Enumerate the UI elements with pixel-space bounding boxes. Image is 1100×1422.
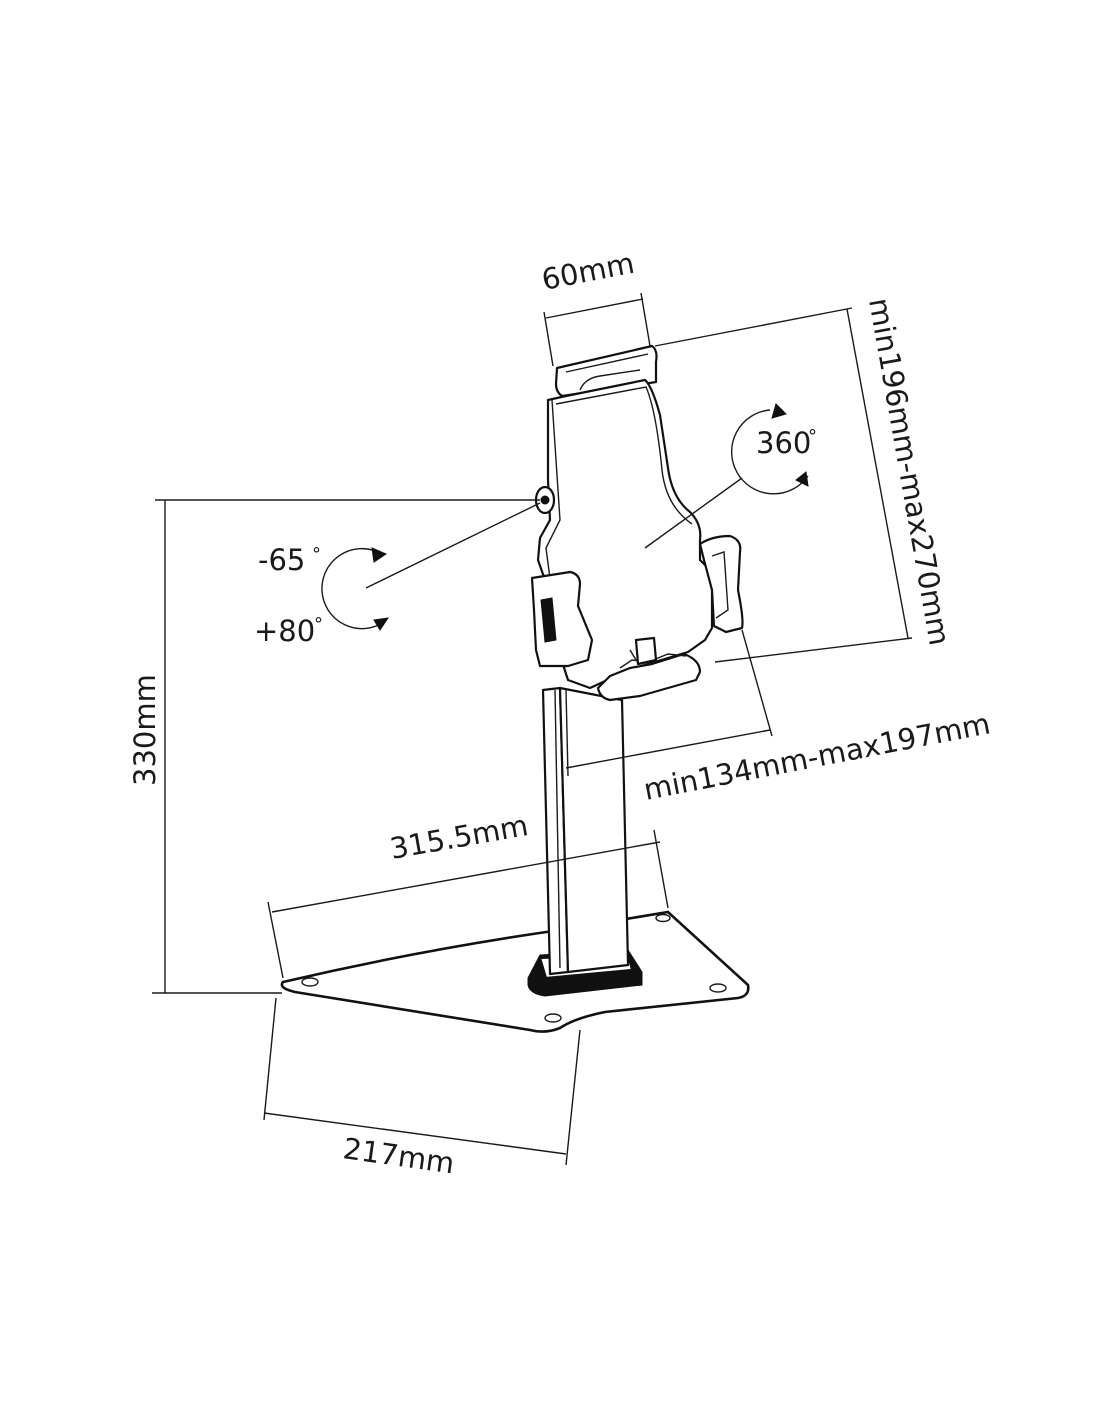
dim-label-330mm: 330mm — [128, 674, 162, 786]
base-plate — [280, 910, 750, 1033]
swivel-angle-label: 360 — [756, 426, 811, 460]
degree-symbol: ° — [808, 426, 817, 447]
mount-hole-icon — [544, 1013, 562, 1023]
tilt-rotation-arrow-icon — [321, 547, 385, 630]
tablet-back-plate — [536, 378, 714, 690]
dim-label-217mm: 217mm — [341, 1131, 457, 1180]
mount-hole-icon — [709, 983, 727, 993]
dim-label-60mm: 60mm — [539, 246, 637, 297]
rotation-indicators — [321, 403, 809, 631]
right-clamp — [698, 534, 744, 634]
degree-symbol: ° — [314, 614, 323, 635]
swivel-rotation-arrow-icon — [730, 409, 809, 495]
left-clamp — [530, 570, 594, 668]
dimension-lines — [152, 292, 913, 1166]
dim-label-tablet-width: min134mm-max197mm — [641, 706, 993, 807]
bottom-clamp — [596, 652, 702, 702]
mount-hole-icon — [301, 977, 319, 987]
tablet-holder — [530, 344, 744, 702]
dim-label-tablet-height: min196mm-max270mm — [862, 295, 957, 648]
charging-port-icon — [634, 636, 658, 666]
tilt-up-label: -65 — [258, 543, 305, 577]
mount-hole-icon — [655, 913, 671, 923]
degree-symbol: ° — [312, 544, 321, 565]
stand-column — [527, 686, 643, 997]
dim-label-315mm: 315.5mm — [387, 808, 530, 866]
tilt-down-label: +80 — [254, 614, 315, 648]
